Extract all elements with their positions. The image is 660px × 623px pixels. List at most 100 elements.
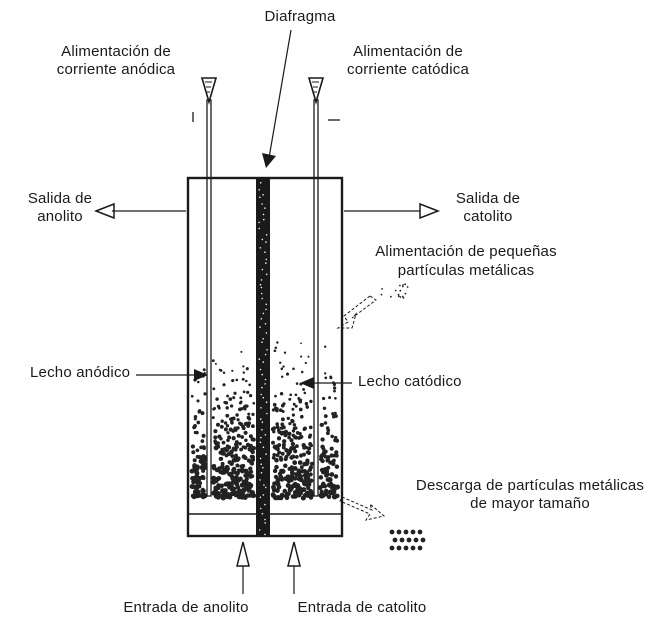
bed-particle (245, 442, 251, 448)
bed-particle (297, 435, 302, 440)
bed-particle (283, 457, 288, 462)
bed-particle (272, 402, 277, 407)
membrane-speck (261, 512, 264, 515)
catholyte-inlet-arrowhead (287, 541, 301, 567)
bed-particle (292, 423, 297, 427)
bed-particle (281, 442, 286, 447)
bed-particle (231, 436, 236, 441)
bed-particle (302, 427, 306, 432)
bed-particle (294, 404, 298, 408)
bed-particle (291, 407, 295, 411)
bed-particle (274, 457, 279, 463)
bed-particle (324, 345, 327, 348)
anode-bed-particles (189, 350, 257, 501)
membrane-speck (260, 436, 262, 439)
bed-particle (247, 412, 251, 416)
bed-particle (237, 488, 242, 493)
bed-particle (329, 375, 333, 379)
bed-particle (220, 461, 225, 466)
bed-particle (251, 412, 255, 417)
bed-particle (333, 389, 336, 393)
bed-particle (243, 473, 248, 478)
label-salida-catolito-line2: catolito (463, 208, 513, 225)
membrane-speck (259, 496, 262, 499)
membrane-speck (264, 207, 266, 209)
bed-particle (193, 414, 198, 419)
discharge-particle (406, 537, 412, 543)
bed-particle (271, 484, 276, 490)
bed-particle (248, 383, 252, 387)
membrane-speck (261, 341, 263, 344)
bed-particle (213, 435, 218, 440)
discharge-particle (413, 537, 419, 543)
label-salida-catolito-line1: Salida de (455, 190, 521, 207)
membrane-speck (259, 441, 262, 444)
bed-particle (246, 390, 250, 394)
bed-particle (235, 463, 240, 468)
bed-particle (212, 476, 217, 482)
bed-particle (291, 413, 295, 417)
bed-particle (294, 393, 298, 397)
bed-particle (301, 443, 306, 448)
membrane-speck (260, 407, 262, 409)
membrane-speck (258, 221, 260, 224)
bed-particle (197, 380, 200, 384)
bed-particle (231, 446, 237, 451)
bed-particle (234, 470, 240, 476)
small-particle-feed-cluster (380, 283, 409, 299)
bed-particle (333, 474, 339, 479)
bed-particle (236, 418, 240, 422)
bed-particle (243, 407, 247, 411)
membrane-speck (262, 466, 264, 469)
membrane-speck (258, 189, 261, 191)
bed-particle (197, 484, 202, 489)
bed-particle (283, 476, 289, 482)
bed-particle (305, 405, 310, 409)
bed-particle (292, 476, 298, 481)
large-particle-discharge-cluster (389, 529, 426, 551)
bed-particle (235, 413, 239, 417)
bed-particle (219, 483, 224, 489)
bed-particle (292, 367, 295, 371)
bed-particle (225, 424, 230, 428)
bed-particle (283, 351, 287, 354)
label-alim-particulas-line2: partículas metálicas (397, 262, 535, 279)
bed-particle (290, 494, 296, 499)
bed-particle (292, 426, 297, 431)
bed-particle (224, 401, 229, 405)
membrane-speck (264, 503, 266, 506)
bed-particle (197, 475, 203, 481)
bed-particle (221, 467, 227, 473)
bed-particle (318, 475, 324, 480)
bed-particle (276, 425, 280, 430)
membrane-speck (260, 463, 263, 466)
bed-particle (231, 379, 235, 383)
bed-particle (283, 429, 289, 434)
feed-particle (402, 284, 404, 286)
bed-particle (292, 402, 296, 406)
membrane-speck (265, 234, 268, 236)
bed-particle (304, 479, 310, 485)
bed-particle (319, 454, 324, 459)
membrane-speck (262, 494, 265, 496)
bed-particle (202, 461, 207, 467)
label-alim-anodica-line2: corriente anódica (56, 61, 176, 78)
bed-particle (214, 362, 217, 365)
bed-particle (250, 474, 255, 479)
bed-particle (279, 431, 284, 436)
catholyte-outlet-arrowhead (419, 202, 441, 220)
bed-particle (276, 436, 282, 441)
membrane-speck (258, 358, 261, 361)
bed-particle (245, 367, 249, 371)
bed-particle (195, 464, 200, 469)
bed-particle (228, 427, 233, 432)
bed-particle (334, 450, 339, 455)
bed-particle (241, 424, 245, 429)
feed-particle (397, 293, 400, 296)
feed-particle (404, 283, 407, 286)
bed-particle (325, 457, 330, 461)
bed-particle (219, 456, 224, 461)
bed-particle (211, 359, 215, 363)
bed-particle (251, 424, 255, 429)
bed-particle (211, 416, 215, 420)
